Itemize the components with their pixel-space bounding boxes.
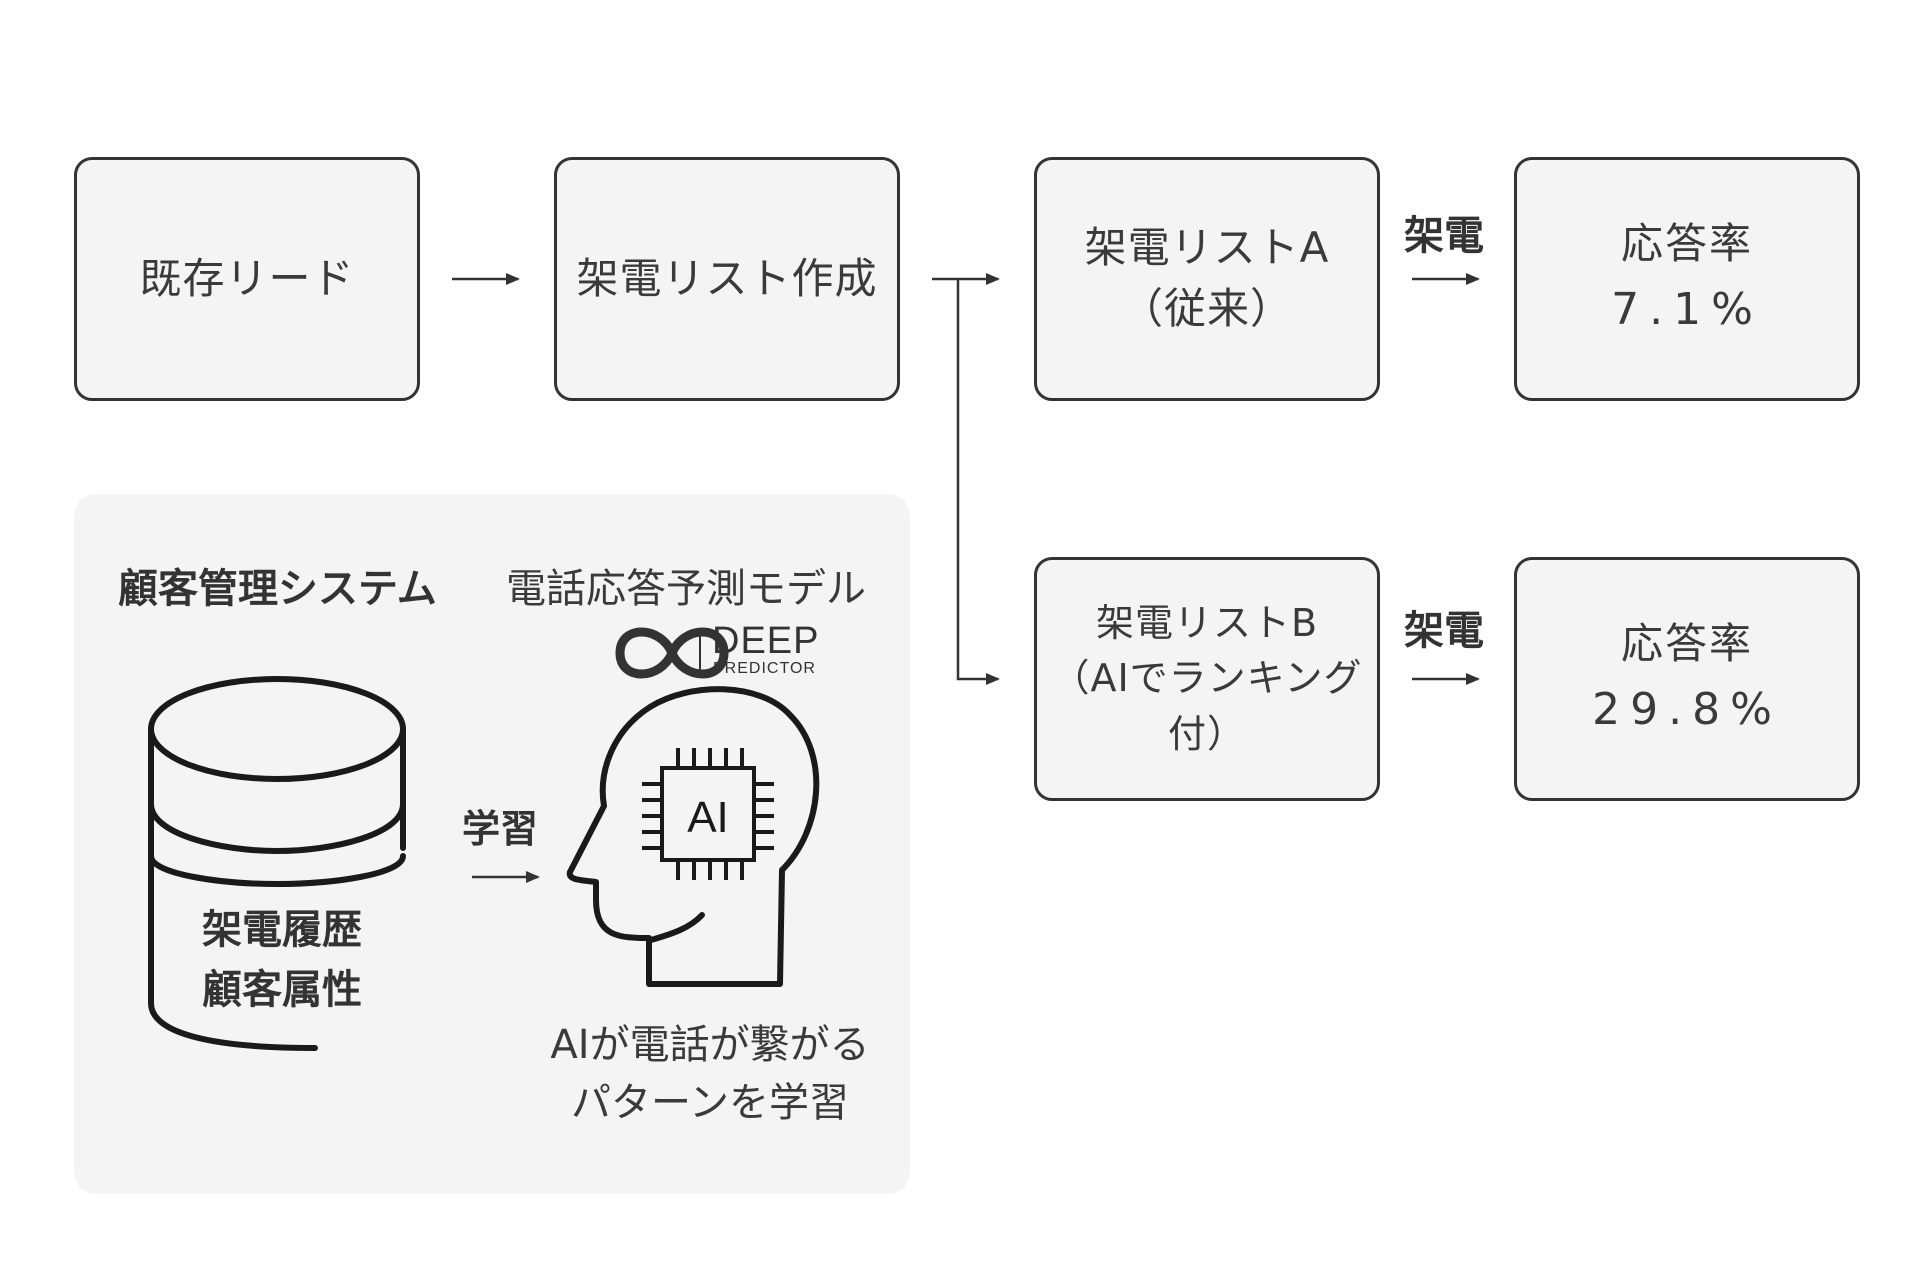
ai-caption: AIが電話が繋がる パターンを学習 (500, 1016, 920, 1132)
rate-a-label: 応答率 (1620, 219, 1753, 269)
create-list-label: 架電リスト作成 (576, 253, 878, 303)
learn-label: 学習 (462, 807, 539, 851)
list-a-line1: 架電リストA (1084, 223, 1330, 273)
ai-chip-label: AI (687, 793, 729, 842)
list-a-line2: （従来） (1120, 284, 1293, 333)
existing-leads-label: 既存リード (139, 253, 355, 303)
model-title: 電話応答予測モデル (506, 566, 866, 612)
list-b-line2: （AIでランキング付） (1051, 656, 1363, 756)
db-text-line2: 顧客属性 (202, 967, 362, 1013)
ai-caption-line2: パターンを学習 (571, 1080, 849, 1126)
infinity-icon (615, 627, 729, 679)
call-label-a: 架電 (1404, 213, 1484, 259)
rate-a-box: 応答率 7.1% (1514, 157, 1860, 401)
rate-b-box: 応答率 29.8% (1514, 557, 1860, 801)
db-text-line1: 架電履歴 (202, 907, 362, 953)
ai-head-icon (566, 686, 820, 987)
rate-a-value: 7.1% (1611, 284, 1763, 336)
list-b-line1: 架電リストB (1095, 601, 1319, 646)
database-icon (148, 676, 406, 1051)
existing-leads-box: 既存リード (74, 157, 420, 401)
ai-caption-line1: AIが電話が繋がる (550, 1022, 870, 1068)
logo-deep: DEEP (712, 620, 820, 662)
db-text: 架電履歴 顧客属性 (182, 900, 382, 1020)
ai-chip-icon (642, 748, 774, 880)
branch-to-b (956, 279, 1000, 685)
call-label-b: 架電 (1404, 608, 1484, 654)
create-list-box: 架電リスト作成 (554, 157, 900, 401)
crm-title: 顧客管理システム (118, 566, 437, 612)
list-b-box: 架電リストB （AIでランキング付） (1034, 557, 1380, 801)
list-a-box: 架電リストA （従来） (1034, 157, 1380, 401)
rate-b-label: 応答率 (1620, 619, 1753, 669)
rate-b-value: 29.8% (1592, 684, 1782, 736)
logo-predictor: PREDICTOR (713, 660, 816, 677)
